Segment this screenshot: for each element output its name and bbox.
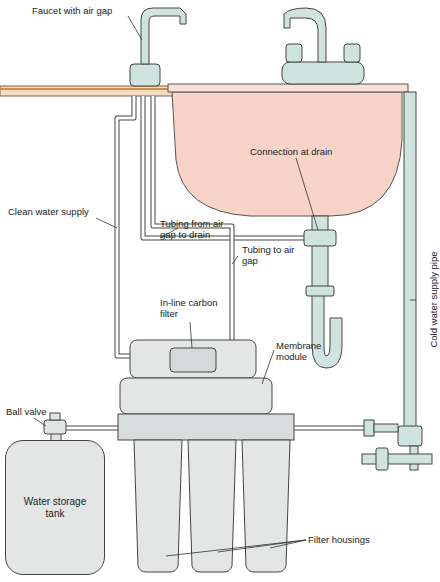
faucet-handle [344, 44, 360, 62]
supply-tee [398, 426, 422, 446]
carbon-filter [130, 340, 256, 378]
leader-line [232, 256, 238, 264]
leader-line [166, 540, 306, 556]
part-label: Tubing from air gap to drain [160, 218, 240, 240]
leader-line [262, 350, 274, 384]
leader-line [270, 540, 306, 548]
part-label: Cold water supply pipe [428, 235, 439, 365]
part-label: In-line carbon filter [160, 297, 236, 319]
filter-housing [134, 440, 182, 572]
part-label: Filter housings [308, 534, 398, 545]
countertop [0, 86, 178, 96]
sink-basin [172, 92, 402, 216]
leader-line [128, 16, 142, 40]
countertop-edge [0, 88, 178, 90]
tube [143, 96, 306, 238]
sink-faucet-base [282, 62, 364, 84]
p-trap [312, 292, 342, 368]
supply-branch [362, 454, 432, 464]
leader-line [296, 158, 318, 230]
valve-handle [50, 413, 60, 420]
faucet-handle [286, 44, 302, 62]
air-gap-base [130, 64, 160, 86]
leader-line [34, 418, 46, 426]
part-label: Tubing to air gap [242, 244, 298, 266]
tube [62, 427, 122, 430]
filter-housing [188, 440, 236, 572]
tubing-group [62, 96, 364, 428]
air-gap-spout [141, 8, 186, 64]
tube [293, 426, 364, 431]
part-label: Ball valve [6, 406, 66, 417]
tube [117, 96, 134, 356]
tube [62, 426, 122, 431]
shutoff-valve [376, 448, 388, 470]
part-label: Connection at drain [250, 146, 350, 157]
leader-line [410, 300, 416, 301]
leader-line [218, 540, 306, 552]
leader-line [96, 218, 117, 228]
tank-label: Water storage tank [23, 496, 87, 520]
drain-tailpiece [312, 216, 328, 292]
trap-nut [306, 286, 334, 296]
mounting-plate [118, 414, 294, 440]
cold-water-pipe [404, 92, 416, 428]
sink-rim [168, 84, 408, 92]
tube [117, 96, 134, 356]
tube [143, 96, 306, 238]
sink-faucet-spout [284, 8, 326, 62]
membrane-module [120, 378, 272, 414]
drain-connection [304, 230, 336, 246]
filter-housing [242, 440, 290, 572]
saddle-valve [364, 420, 374, 436]
valve-stem [374, 424, 398, 432]
leader-line [190, 322, 192, 348]
tube [293, 427, 364, 430]
storage-tank: Water storage tank [5, 440, 105, 575]
part-label: Faucet with air gap [32, 5, 142, 16]
ball-valve [44, 420, 66, 434]
part-label: Membrane module [276, 340, 332, 362]
carbon-filter-band [170, 348, 216, 372]
part-label: Clean water supply [8, 206, 108, 217]
